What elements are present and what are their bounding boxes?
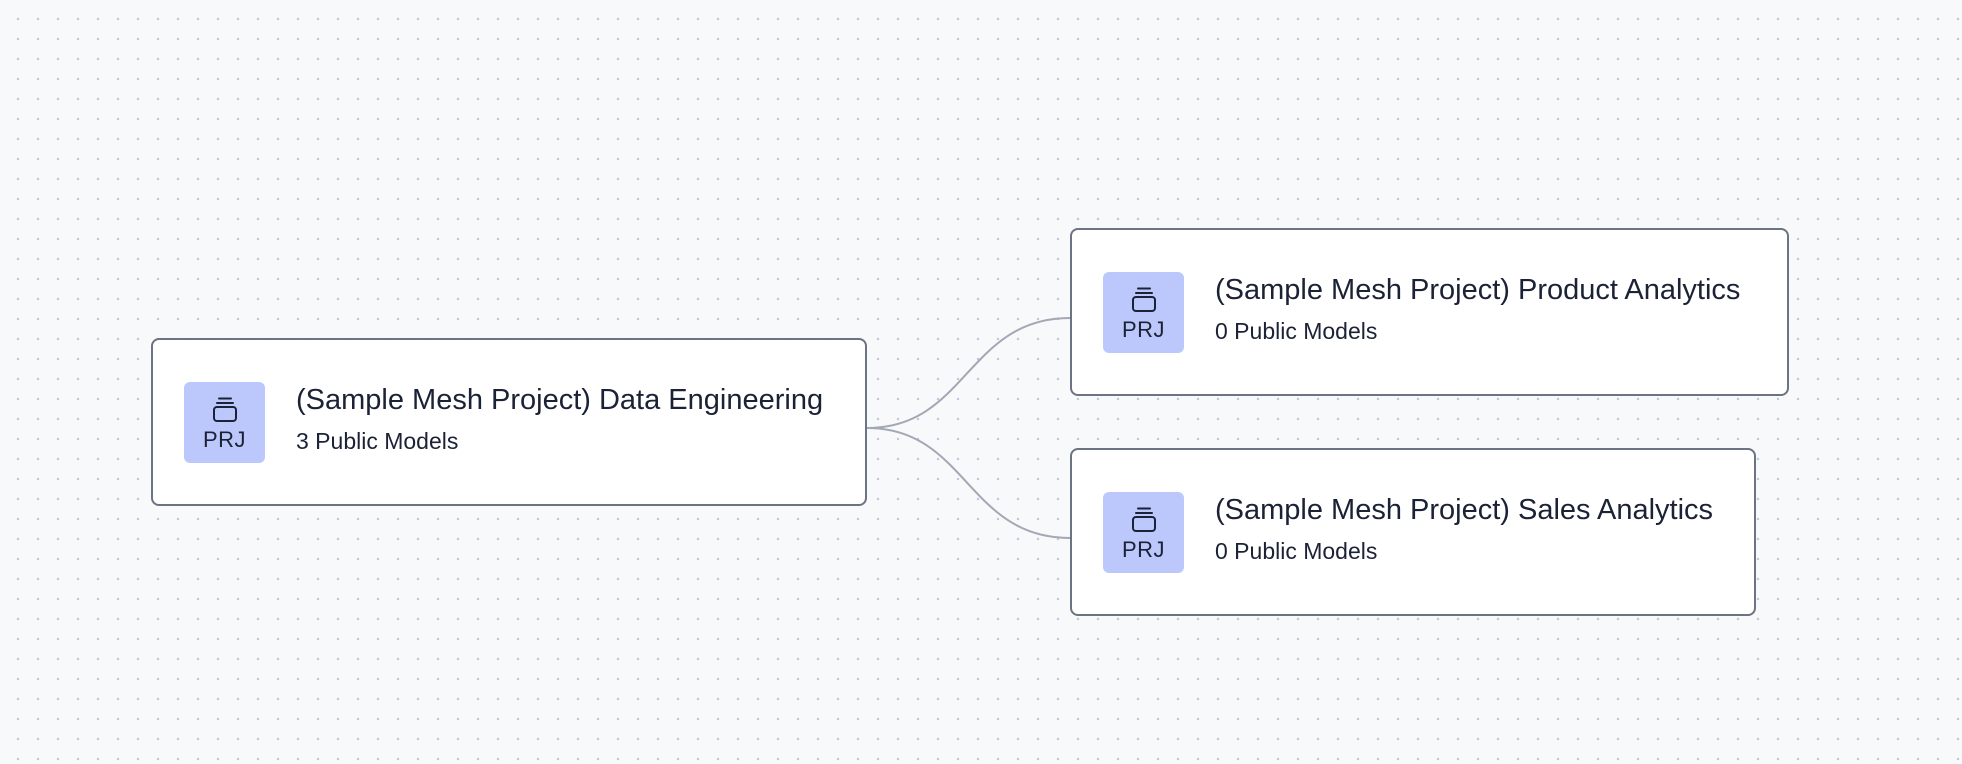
project-type-label: PRJ [1121,536,1166,562]
project-name: (Sample Mesh Project) Sales Analytics [1215,494,1714,526]
project-node-sales-analytics[interactable]: PRJ (Sample Mesh Project) Sales Analytic… [1070,448,1756,616]
public-models-count: 0 Public Models [1215,318,1378,344]
project-name: (Sample Mesh Project) Product Analytics [1215,274,1741,306]
edge-data-engineering-to-sales-analytics [866,427,1071,539]
project-stack-icon [1131,507,1156,532]
project-type-label: PRJ [202,426,247,452]
public-models-count: 0 Public Models [1215,538,1378,564]
project-stack-icon [212,397,237,422]
project-type-badge: PRJ [1103,492,1184,573]
project-name: (Sample Mesh Project) Data Engineering [296,384,824,416]
project-node-product-analytics[interactable]: PRJ (Sample Mesh Project) Product Analyt… [1070,228,1789,396]
project-type-badge: PRJ [1103,272,1184,353]
project-type-badge: PRJ [184,382,265,463]
edge-data-engineering-to-product-analytics [866,317,1071,429]
project-stack-icon [1131,287,1156,312]
project-type-label: PRJ [1121,316,1166,342]
project-node-data-engineering[interactable]: PRJ (Sample Mesh Project) Data Engineeri… [151,338,867,506]
public-models-count: 3 Public Models [296,428,459,454]
